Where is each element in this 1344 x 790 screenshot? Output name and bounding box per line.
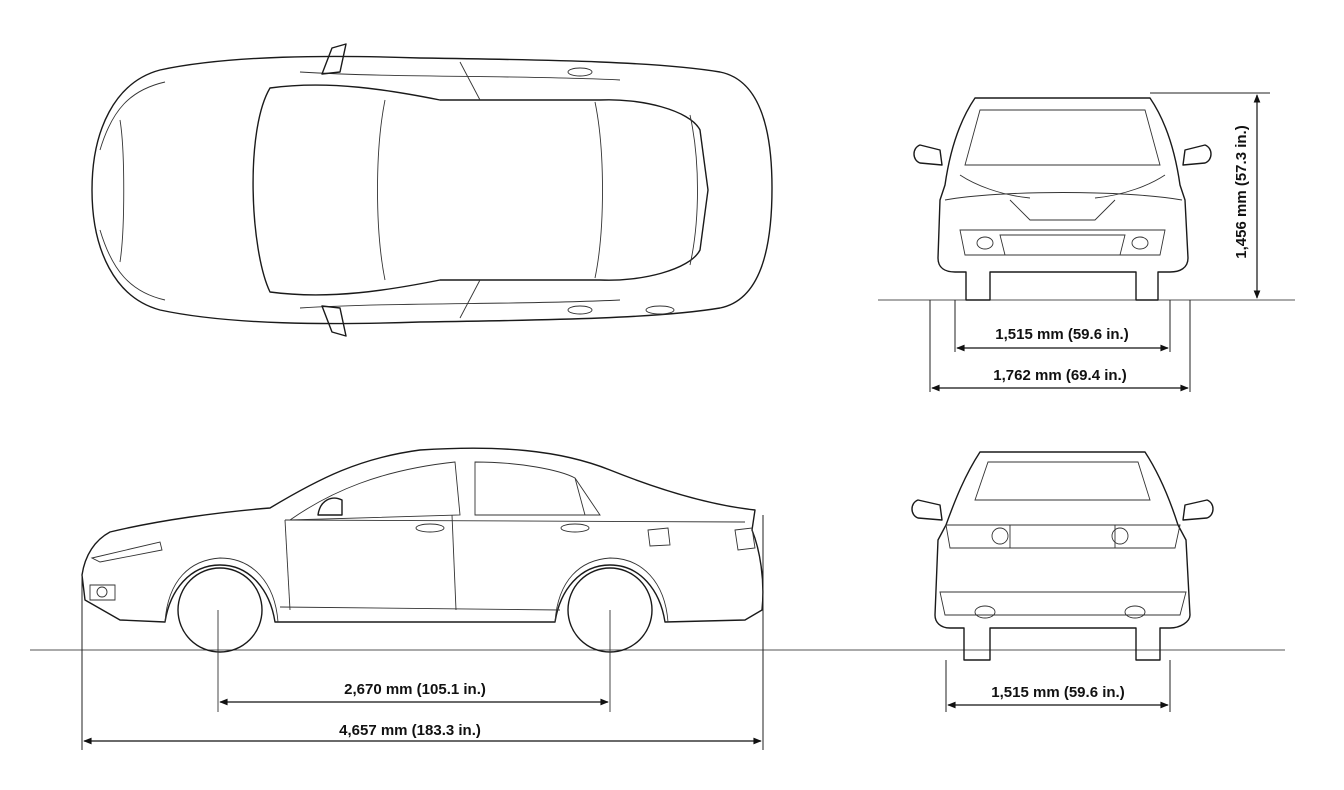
- rear-track-label: 1,515 mm (59.6 in.): [991, 684, 1124, 701]
- wheelbase-label: 2,670 mm (105.1 in.): [344, 681, 486, 698]
- side-view-car: [30, 447, 1285, 712]
- front-wheel: [177, 567, 263, 653]
- rear-window: [974, 461, 1151, 501]
- right-mirror: [321, 305, 347, 337]
- right-exhaust: [1124, 605, 1146, 619]
- rear-track-dimension: 1,515 mm (59.6 in.): [945, 660, 1171, 712]
- front-view-car: [878, 97, 1295, 301]
- left-mirror: [321, 43, 347, 75]
- overall-height-dimension: 1,456 mm (57.3 in.): [1150, 92, 1270, 299]
- front-right-mirror: [1182, 144, 1212, 166]
- rear-right-mirror: [1182, 499, 1214, 521]
- left-exhaust: [974, 605, 996, 619]
- wheelbase-dimension: 2,670 mm (105.1 in.): [219, 681, 609, 706]
- top-view-car: [91, 43, 773, 337]
- front-grille: [1009, 199, 1116, 221]
- windshield: [964, 109, 1161, 166]
- overall-length-dimension: 4,657 mm (183.3 in.): [81, 515, 764, 750]
- rear-view-car: [911, 451, 1214, 661]
- front-left-mirror: [913, 144, 943, 166]
- overall-width-label: 1,762 mm (69.4 in.): [993, 367, 1126, 384]
- overall-height-label: 1,456 mm (57.3 in.): [1233, 125, 1250, 258]
- front-track-label: 1,515 mm (59.6 in.): [995, 326, 1128, 343]
- front-track-dimension: 1,515 mm (59.6 in.): [954, 300, 1171, 352]
- rear-left-mirror: [911, 499, 943, 521]
- overall-width-dimension: 1,762 mm (69.4 in.): [929, 300, 1191, 392]
- overall-length-label: 4,657 mm (183.3 in.): [339, 722, 481, 739]
